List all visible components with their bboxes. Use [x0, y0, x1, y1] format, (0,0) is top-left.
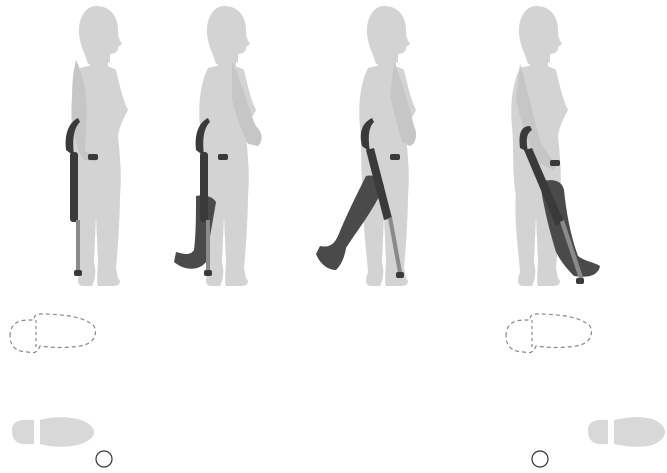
footprint-group-right: [506, 314, 665, 467]
footprint-icon: [12, 417, 94, 447]
figure-step-3: [316, 6, 416, 286]
footprint-icon: [588, 417, 665, 447]
footprint-icon: [506, 314, 591, 353]
figure-step-4: [511, 6, 600, 286]
footprint-icon: [10, 314, 95, 353]
figure-step-1: [66, 6, 128, 286]
figure-step-2: [174, 6, 262, 286]
crutch-tip-marker-icon: [96, 451, 112, 467]
crutch-tip-marker-icon: [532, 451, 548, 467]
footprint-group-left: [10, 314, 112, 467]
